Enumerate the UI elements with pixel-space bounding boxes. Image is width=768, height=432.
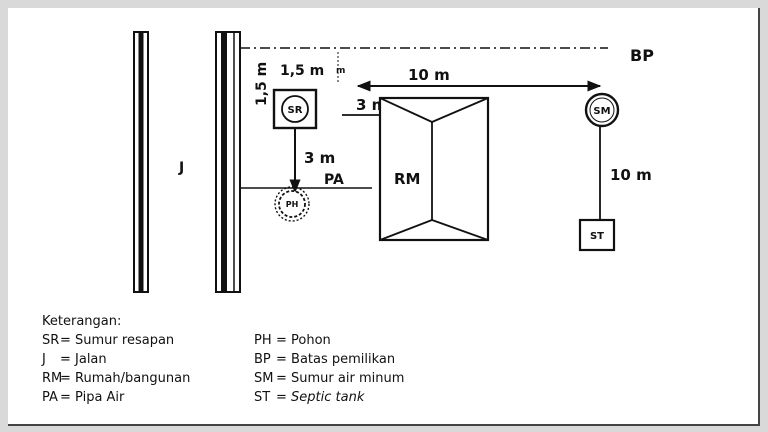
legend-title: Keterangan:	[42, 314, 122, 329]
legend-item-st: ST = Septic tank	[254, 388, 404, 407]
legend-code: ST	[254, 390, 271, 405]
road-right-bar	[215, 31, 241, 293]
legend-code: SM	[254, 371, 274, 386]
legend-text: = Pipa Air	[60, 390, 125, 405]
dist-10m-right-label: 10 m	[610, 166, 652, 184]
jalan-label: J	[178, 160, 184, 176]
legend-text: = Rumah/bangunan	[60, 371, 191, 386]
legend-text: = Jalan	[60, 352, 107, 367]
st-septic-tank: ST	[578, 218, 616, 252]
legend-item-sr: SR= Sumur resapan	[42, 331, 190, 350]
legend-item-j: J = Jalan	[42, 350, 190, 369]
legend-right: PH = Pohon BP = Batas pemilikan SM= Sumur …	[254, 331, 404, 407]
sm-drinking-well: SM	[584, 92, 620, 128]
site-plan-diagram: J BP 10 m 1,5 m m 1,5 m SR 3 m PH PA	[133, 31, 654, 293]
legend-code: J	[42, 352, 46, 367]
rm-label: RM	[394, 170, 420, 188]
legend-code: BP	[254, 352, 271, 367]
legend-code: PA	[42, 390, 58, 405]
legend-code: SR	[42, 333, 60, 348]
page: J BP 10 m 1,5 m m 1,5 m SR 3 m PH PA	[8, 8, 760, 426]
ph-tree: PH	[274, 186, 310, 222]
legend-item-pa: PA= Pipa Air	[42, 388, 190, 407]
legend-code: PH	[254, 333, 272, 348]
legend-left: Keterangan: SR= Sumur resapan J = Jalan R…	[42, 312, 190, 407]
legend-code: RM	[42, 371, 63, 386]
dist-10m-top-label: 10 m	[408, 66, 450, 84]
legend-item-ph: PH = Pohon	[254, 331, 404, 350]
legend-text: = Batas pemilikan	[276, 352, 396, 367]
dist-1-5m-horizontal-label: 1,5 m	[280, 63, 324, 79]
rm-house: RM	[378, 96, 490, 242]
sr-infiltration-well: SR	[272, 88, 318, 130]
st-label: ST	[590, 231, 604, 242]
tiny-m-label: m	[336, 66, 345, 76]
legend-text: = Septic tank	[276, 390, 365, 405]
sr-label: SR	[288, 105, 303, 116]
ph-label: PH	[286, 200, 299, 209]
sm-label: SM	[593, 106, 610, 117]
legend-item-bp: BP = Batas pemilikan	[254, 350, 404, 369]
dist-1-5m-vertical-label: 1,5 m	[254, 62, 270, 106]
legend-text: = Sumur resapan	[60, 333, 175, 348]
legend-item-sm: SM= Sumur air minum	[254, 369, 404, 388]
legend-item-rm: RM= Rumah/bangunan	[42, 369, 190, 388]
road-left-bar	[133, 31, 149, 293]
legend-text: = Pohon	[276, 333, 331, 348]
legend-text: = Sumur air minum	[276, 371, 405, 386]
dist-3m-vertical-label: 3 m	[304, 149, 335, 167]
pa-label: PA	[324, 172, 344, 188]
bp-label: BP	[630, 46, 654, 65]
